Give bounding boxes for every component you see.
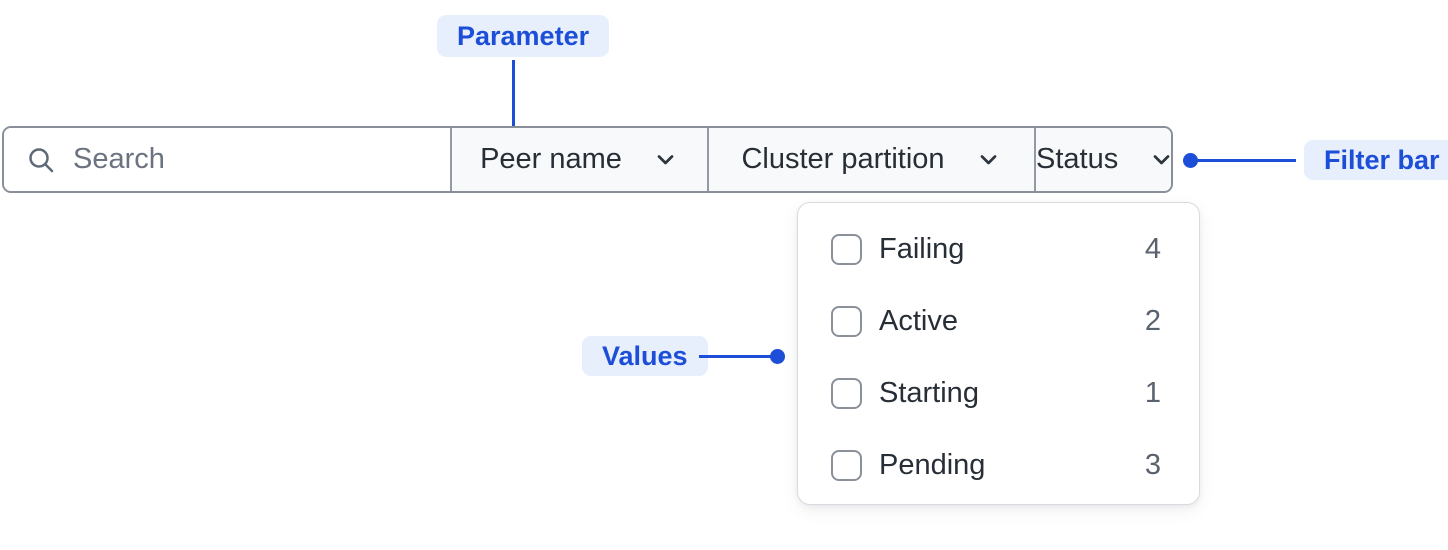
status-filter-dropdown[interactable]: Status: [1034, 128, 1171, 191]
chevron-down-icon: [1153, 155, 1170, 165]
values-annotation-badge: Values: [582, 336, 708, 376]
search-input[interactable]: [56, 143, 450, 176]
parameter-connector-line: [512, 60, 515, 136]
search-icon: [29, 147, 54, 172]
search-field[interactable]: [4, 128, 450, 191]
status-option-row-pending[interactable]: Pending 3: [798, 429, 1199, 501]
status-option-checkbox[interactable]: [831, 305, 862, 337]
filter-bar-annotation-badge: Filter bar: [1304, 140, 1448, 180]
status-dropdown-panel: Failing 4 Active 2 Starting 1 Pending 3: [797, 202, 1200, 505]
parameter-annotation-badge: Parameter: [437, 15, 610, 57]
filter-bar-connector-line: [1196, 159, 1296, 162]
peer-name-filter-dropdown[interactable]: Peer name: [450, 128, 707, 191]
status-option-label: Failing: [879, 232, 965, 265]
status-option-row-starting[interactable]: Starting 1: [798, 357, 1199, 429]
status-option-row-active[interactable]: Active 2: [798, 285, 1199, 357]
status-option-count: 2: [1144, 304, 1161, 337]
status-option-count: 4: [1144, 232, 1161, 265]
status-filter-label: Status: [1036, 143, 1119, 175]
chevron-down-icon: [980, 155, 996, 165]
filter-bar-connector-dot: [1183, 153, 1198, 168]
status-option-label: Pending: [879, 448, 986, 481]
status-option-count: 3: [1144, 448, 1161, 481]
status-option-checkbox[interactable]: [831, 233, 862, 265]
chevron-down-icon: [657, 155, 674, 165]
status-option-label: Starting: [879, 376, 979, 409]
values-connector-dot: [770, 349, 785, 364]
cluster-partition-filter-dropdown[interactable]: Cluster partition: [707, 128, 1034, 191]
filter-bar: Peer name Cluster partition Status: [2, 126, 1173, 193]
status-option-label: Active: [879, 304, 958, 337]
values-connector-line: [699, 355, 773, 358]
cluster-partition-filter-label: Cluster partition: [741, 143, 945, 175]
status-option-checkbox[interactable]: [831, 377, 862, 409]
status-option-count: 1: [1144, 376, 1161, 409]
peer-name-filter-label: Peer name: [480, 143, 622, 175]
status-option-checkbox[interactable]: [831, 449, 862, 481]
status-option-row-failing[interactable]: Failing 4: [798, 213, 1199, 285]
